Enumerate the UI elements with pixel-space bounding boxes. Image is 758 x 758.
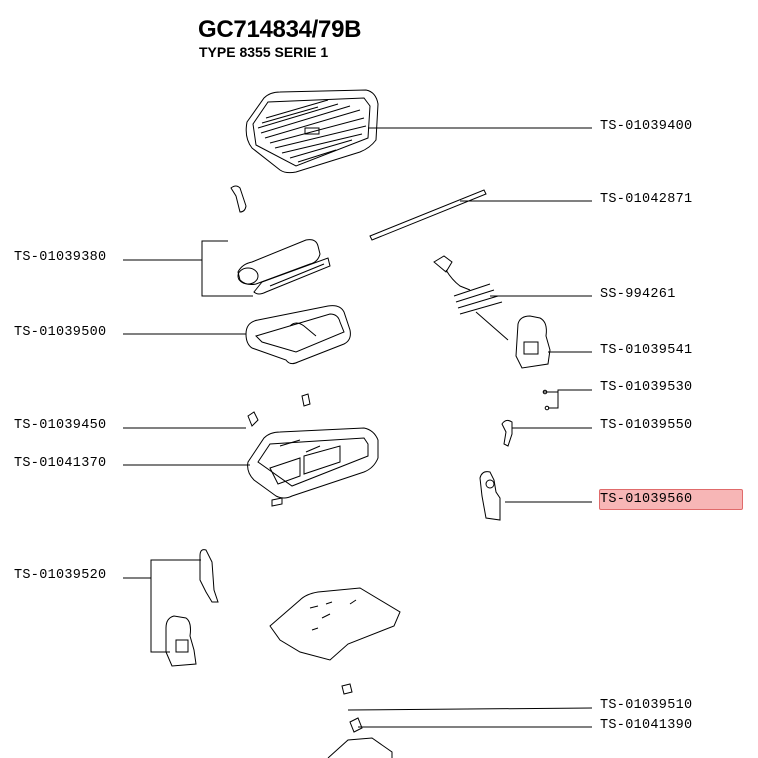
heating-element-art bbox=[245, 305, 351, 365]
bottom-plate-art bbox=[269, 587, 401, 661]
screw-art bbox=[542, 389, 548, 395]
bracket-left-art bbox=[199, 549, 219, 603]
part-label-ts-01039450[interactable]: TS-01039450 bbox=[14, 418, 107, 433]
lever-art bbox=[501, 419, 513, 447]
selection-highlight bbox=[599, 489, 743, 510]
model-title: GC714834/79B bbox=[198, 16, 362, 43]
part-label-ts-01039520[interactable]: TS-01039520 bbox=[14, 568, 107, 583]
part-label-ts-01039560[interactable]: TS-01039560 bbox=[600, 492, 693, 507]
cord-art bbox=[433, 255, 509, 341]
grill-plate-art bbox=[245, 89, 379, 174]
leader-ts-01039520 bbox=[123, 559, 201, 579]
type-subtitle: TYPE 8355 SERIE 1 bbox=[199, 44, 329, 60]
leader-ts-01039530 bbox=[548, 389, 592, 409]
part-label-ts-01041370[interactable]: TS-01041370 bbox=[14, 456, 107, 471]
hinge-art bbox=[515, 315, 551, 369]
part-label-ts-01039400[interactable]: TS-01039400 bbox=[600, 119, 693, 134]
rod-art bbox=[369, 189, 487, 241]
handle-art bbox=[237, 239, 331, 295]
clip-art bbox=[230, 185, 247, 213]
leader-ts-01039510 bbox=[347, 707, 593, 711]
part-label-ts-01039550[interactable]: TS-01039550 bbox=[600, 418, 693, 433]
part-label-ts-01039500[interactable]: TS-01039500 bbox=[14, 325, 107, 340]
bracket-art bbox=[479, 471, 501, 521]
screw-bottom-art bbox=[341, 683, 353, 695]
part-label-ts-01039541[interactable]: TS-01039541 bbox=[600, 343, 693, 358]
part-label-ts-01041390[interactable]: TS-01041390 bbox=[600, 718, 693, 733]
part-label-ts-01042871[interactable]: TS-01042871 bbox=[600, 192, 693, 207]
leader-ts-01039380 bbox=[123, 240, 228, 261]
clip-small-art bbox=[247, 411, 259, 427]
part-label-ts-01039530[interactable]: TS-01039530 bbox=[600, 380, 693, 395]
part-label-ts-01039380[interactable]: TS-01039380 bbox=[14, 250, 107, 265]
part-label-ts-01039510[interactable]: TS-01039510 bbox=[600, 698, 693, 713]
base-pan-art bbox=[247, 427, 379, 507]
part-label-ss-994261[interactable]: SS-994261 bbox=[600, 287, 676, 302]
